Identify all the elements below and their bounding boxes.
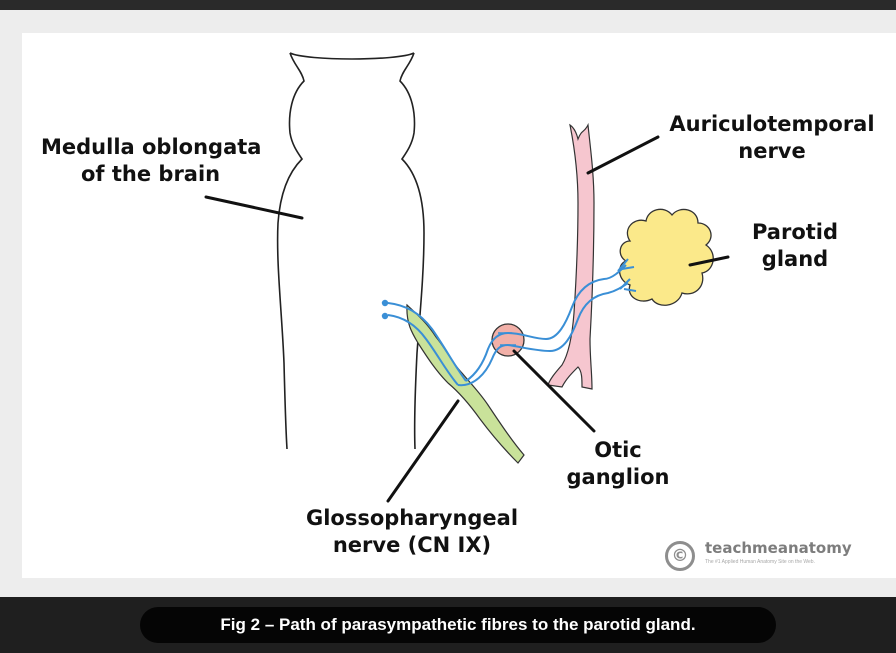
label-parotid-line1: Parotid: [740, 219, 850, 246]
figure-caption: Fig 2 – Path of parasympathetic fibres t…: [140, 607, 776, 643]
label-auriculotemporal-line2: nerve: [654, 138, 890, 165]
medulla-oblongata: [278, 53, 424, 449]
top-border-bar: [0, 0, 896, 10]
label-glosso-line1: Glossopharyngeal: [277, 505, 547, 532]
label-auriculotemporal-line1: Auriculotemporal: [654, 111, 890, 138]
label-medulla-oblongata: Medulla oblongata of the brain: [41, 134, 261, 188]
copyright-icon: ©: [665, 541, 695, 571]
parasympathetic-fibres: [388, 259, 636, 385]
watermark-name: teachmeanatomy: [705, 539, 852, 557]
label-otic-line2: ganglion: [548, 464, 688, 491]
fibre-origin-dot: [382, 300, 388, 306]
label-medulla-line2: of the brain: [41, 161, 261, 188]
leader-auriculotemporal: [588, 137, 658, 173]
leader-medulla: [206, 197, 302, 218]
leader-glossopharyngeal: [388, 401, 458, 501]
watermark-tagline: The #1 Applied Human Anatomy Site on the…: [705, 559, 815, 565]
label-parotid-gland: Parotid gland: [740, 219, 850, 273]
label-otic-line1: Otic: [548, 437, 688, 464]
label-medulla-line1: Medulla oblongata: [41, 134, 261, 161]
label-parotid-line2: gland: [740, 246, 850, 273]
fibre-origin-dot: [382, 313, 388, 319]
diagram-canvas: Medulla oblongata of the brain Auriculot…: [22, 33, 896, 578]
label-otic-ganglion: Otic ganglion: [548, 437, 688, 491]
label-glossopharyngeal-nerve: Glossopharyngeal nerve (CN IX): [277, 505, 547, 559]
teachmeanatomy-watermark: © teachmeanatomy The #1 Applied Human An…: [665, 539, 895, 579]
label-glosso-line2: nerve (CN IX): [277, 532, 547, 559]
label-auriculotemporal-nerve: Auriculotemporal nerve: [654, 111, 890, 165]
caption-bar: Fig 2 – Path of parasympathetic fibres t…: [0, 597, 896, 653]
